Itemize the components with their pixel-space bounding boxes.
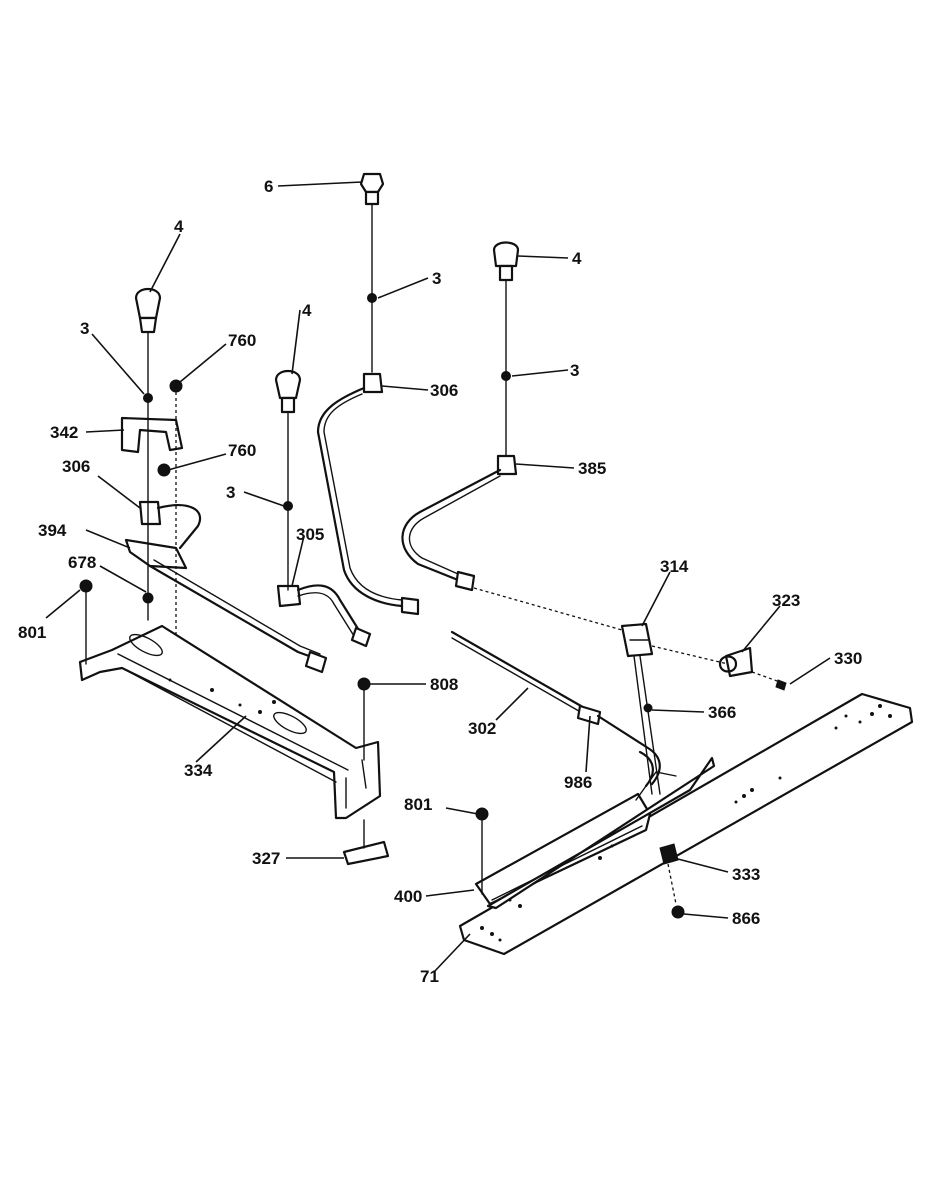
clip-394 xyxy=(124,538,188,570)
callout-6: 6 xyxy=(264,177,273,196)
callout-323: 323 xyxy=(772,591,800,610)
screw-330 xyxy=(775,679,787,691)
tube-center xyxy=(316,386,404,608)
screw-866 xyxy=(671,905,685,919)
callout-314: 314 xyxy=(660,557,689,576)
right-burner-assembly xyxy=(401,241,520,592)
dashed-link-314 xyxy=(473,587,623,631)
callout-334: 334 xyxy=(184,761,213,780)
callout-3-left: 3 xyxy=(80,319,89,338)
callout-394: 394 xyxy=(38,521,67,540)
callout-labels: 6 3 306 4 3 385 4 3 760 342 760 306 394 … xyxy=(18,177,862,986)
callout-400: 400 xyxy=(394,887,422,906)
callout-3-top: 3 xyxy=(432,269,441,288)
hood-stem-mid xyxy=(280,396,296,414)
elbow-305 xyxy=(276,584,302,608)
callout-327: 327 xyxy=(252,849,280,868)
screw-801-left xyxy=(79,579,93,593)
tube-mid xyxy=(296,584,362,634)
leader-lines xyxy=(45,181,831,973)
clip-333 xyxy=(659,843,679,865)
orifice-stem xyxy=(364,190,380,206)
fitting-986 xyxy=(576,704,602,726)
elbow-306-top xyxy=(362,372,384,394)
callout-3-right: 3 xyxy=(570,361,579,380)
bracket-342 xyxy=(120,416,184,454)
callout-801-left: 801 xyxy=(18,623,46,642)
manifold-bracket-334 xyxy=(78,624,382,820)
clip-327 xyxy=(342,840,390,866)
callout-71: 71 xyxy=(420,967,439,986)
callout-330: 330 xyxy=(834,649,862,668)
callout-4-mid: 4 xyxy=(302,301,312,320)
callout-801-right: 801 xyxy=(404,795,432,814)
callout-866: 866 xyxy=(732,909,760,928)
screw-808 xyxy=(357,677,371,691)
manifold-plate-71 xyxy=(458,692,914,956)
callout-306-left: 306 xyxy=(62,457,90,476)
callout-385: 385 xyxy=(578,459,606,478)
center-burner-assembly xyxy=(316,172,420,616)
callout-3-mid: 3 xyxy=(226,483,235,502)
callout-678: 678 xyxy=(68,553,96,572)
callout-760-a: 760 xyxy=(228,331,256,350)
callout-760-b: 760 xyxy=(228,441,256,460)
callout-302: 302 xyxy=(468,719,496,738)
valve-314 xyxy=(620,622,654,658)
rod-366 xyxy=(633,655,653,795)
part-678 xyxy=(142,592,154,604)
nut-3-right xyxy=(501,371,511,381)
nut-3-left xyxy=(143,393,153,403)
elbow-385 xyxy=(496,454,518,476)
callout-4-right: 4 xyxy=(572,249,582,268)
orifice-hood-4-left xyxy=(134,287,162,320)
orifice-hood-6 xyxy=(359,172,385,194)
callout-306-top: 306 xyxy=(430,381,458,400)
middle-burner-assembly xyxy=(274,369,372,648)
elbow-306-left xyxy=(138,500,162,526)
orifice-hood-4-right xyxy=(492,241,520,268)
valve-assembly xyxy=(450,587,787,795)
nut-366 xyxy=(643,703,653,713)
nut-3-top xyxy=(367,293,377,303)
callout-305: 305 xyxy=(296,525,324,544)
callout-342: 342 xyxy=(50,423,78,442)
orifice-hood-4-mid xyxy=(274,369,302,400)
callout-366: 366 xyxy=(708,703,736,722)
nut-3-mid xyxy=(283,501,293,511)
tube-right xyxy=(401,468,502,582)
left-burner-assembly xyxy=(120,287,328,674)
callout-333: 333 xyxy=(732,865,760,884)
callout-808: 808 xyxy=(430,675,458,694)
callout-986: 986 xyxy=(564,773,592,792)
hood-stem-right xyxy=(498,264,514,282)
callout-4-left: 4 xyxy=(174,217,184,236)
rod-302 xyxy=(450,630,590,712)
